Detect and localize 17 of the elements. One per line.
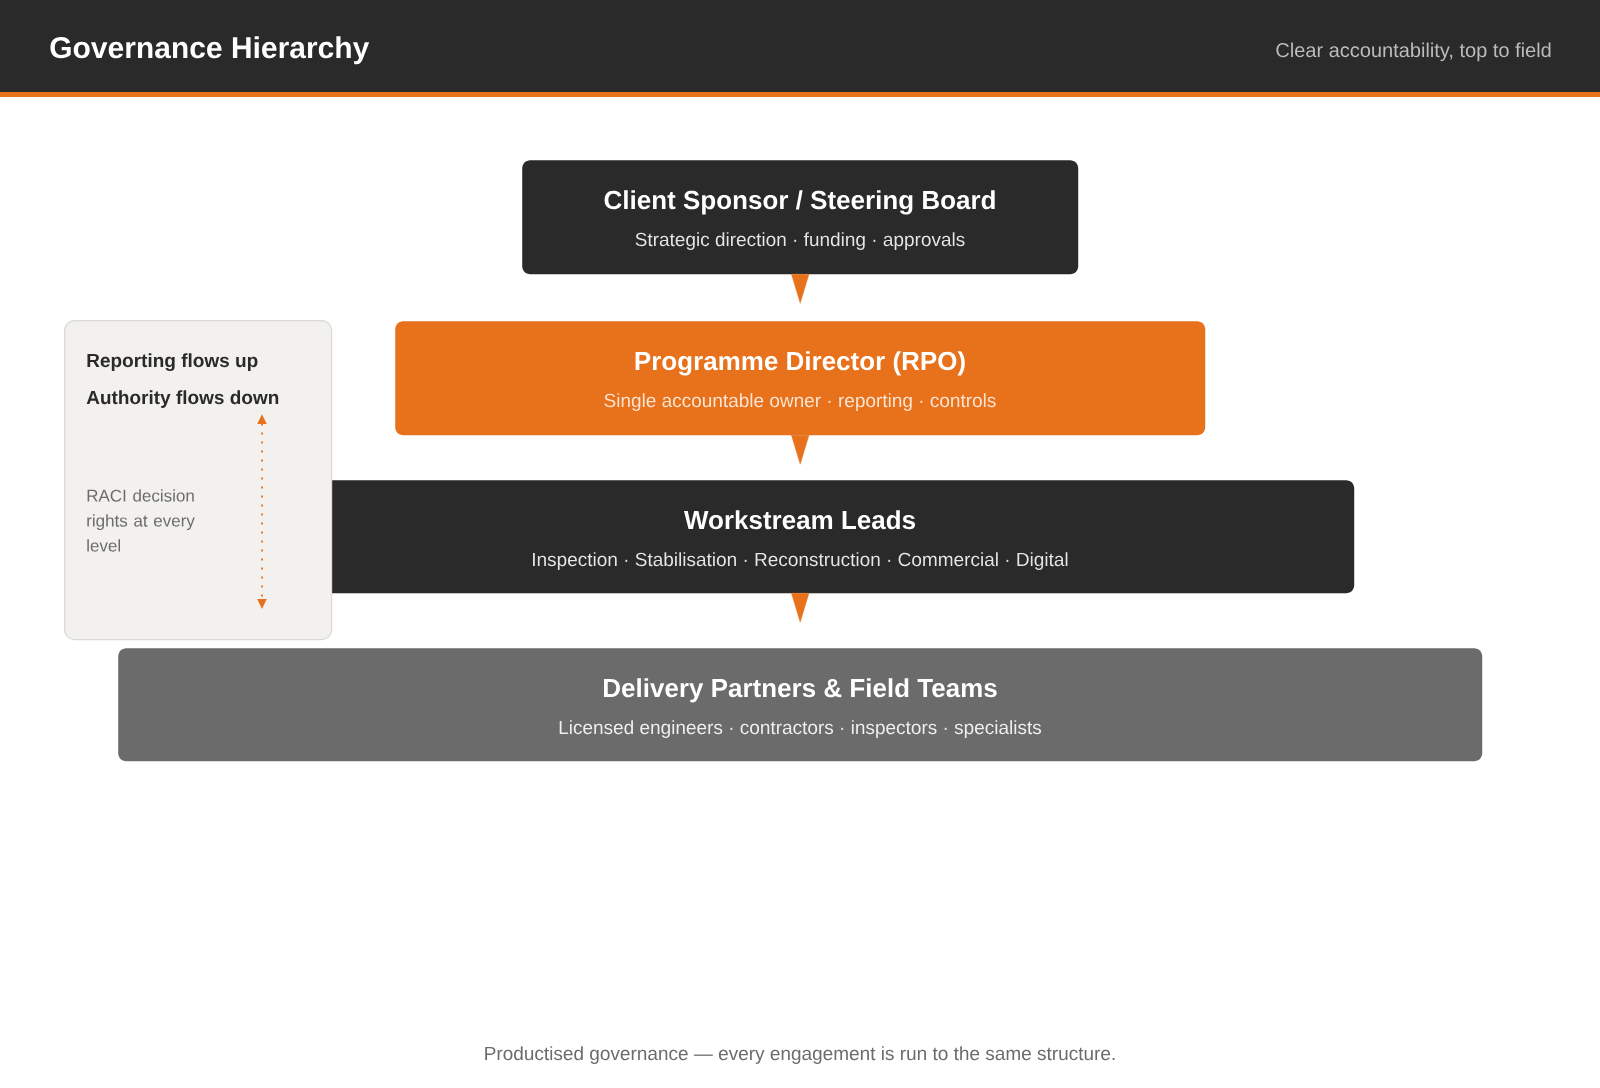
arrow — [791, 592, 810, 623]
panel-note: RACI decision rights at every level — [87, 489, 195, 552]
box-heading: Workstream Leads — [683, 510, 915, 530]
arrow — [791, 273, 810, 304]
subtitle: Clear accountability, top to field — [1276, 42, 1551, 62]
box-heading: Client Sponsor / Steering Board — [604, 190, 995, 215]
box-heading: Delivery Partners & Field Teams — [604, 678, 997, 703]
caption: Productised governance — every engagement is run to the same structure. — [485, 1046, 1115, 1064]
box-subtitle: Strategic direction · funding · approvals — [635, 232, 965, 250]
box-subtitle: Licensed engineers · contractors · inspectors · specialists — [559, 720, 1042, 738]
box-subtitle: Inspection · Stabilisation · Reconstruction · Commercial · Digital — [533, 552, 1068, 570]
arrow — [791, 434, 810, 465]
box-subtitle: Single accountable owner · reporting · controls — [604, 393, 996, 411]
box-heading: Programme Director (RPO) — [635, 351, 965, 376]
title: Governance Hierarchy — [50, 36, 370, 65]
panel-heading: Authority flows down — [86, 390, 279, 408]
panel-heading: Reporting flows up — [87, 353, 258, 372]
